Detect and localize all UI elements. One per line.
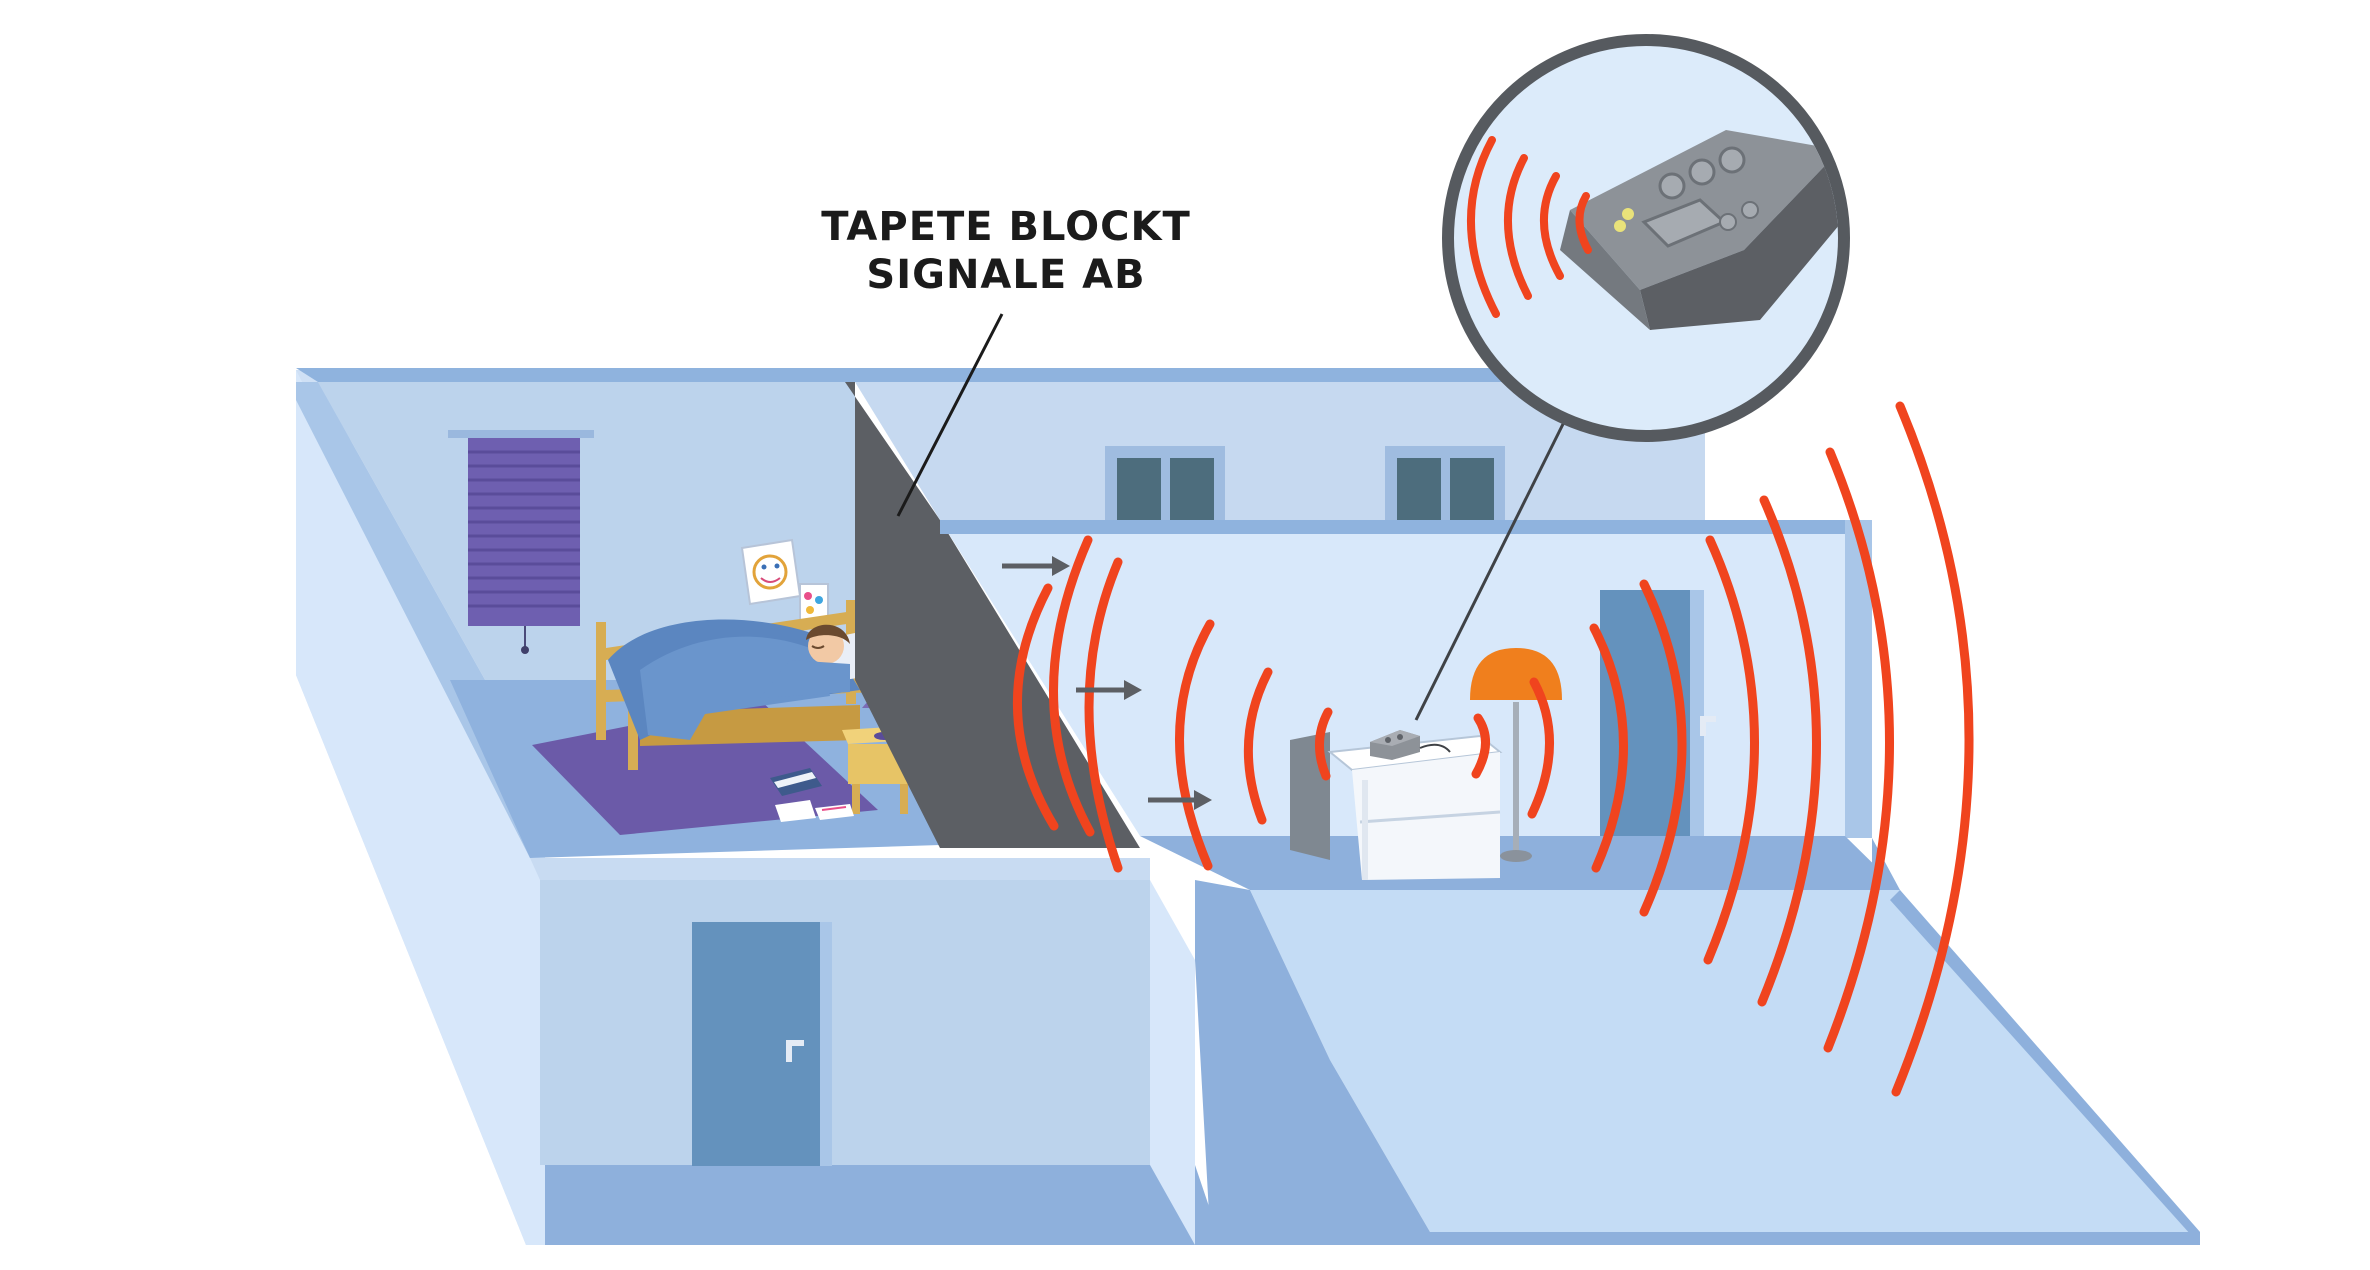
- window-blind-icon: [448, 430, 594, 654]
- callout-line-1: TAPETE BLOCKT: [821, 204, 1191, 250]
- door-icon: [692, 922, 832, 1166]
- callout-line-2: SIGNALE AB: [866, 252, 1145, 298]
- window-icon: [1385, 446, 1505, 520]
- window-icon: [1105, 446, 1225, 520]
